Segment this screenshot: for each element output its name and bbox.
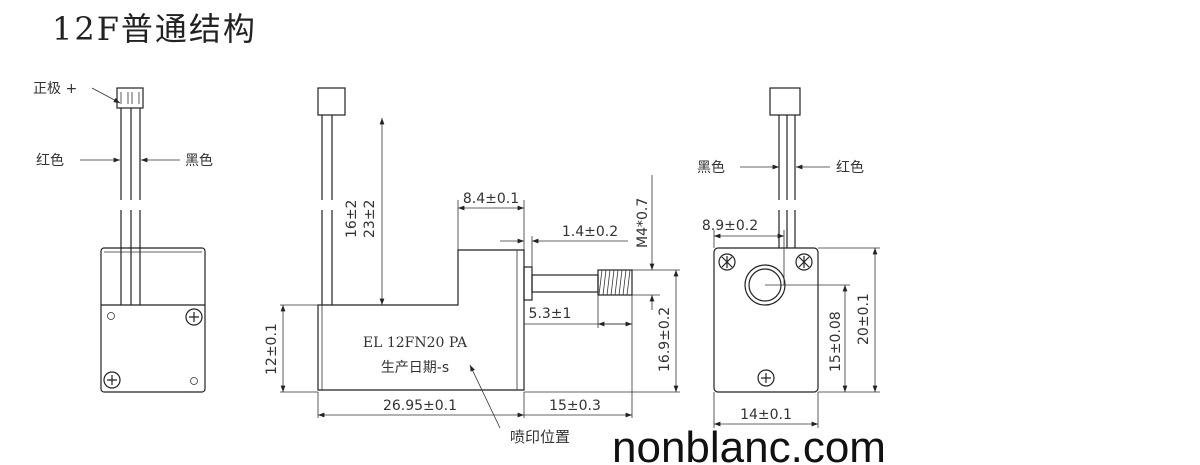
- screw-icon: [718, 253, 736, 271]
- mounting-plate: [713, 247, 819, 393]
- side-view: EL 12FN20 PA 生产日期-s 喷印位置 16±2 23±2 12±0.…: [264, 87, 680, 446]
- hole-icon: [107, 312, 115, 320]
- center-height-dim: 15±0.08: [828, 311, 844, 372]
- front-view: 黑色 红色 8.9±0.2 15±0.08 20±0.1 14±0.1: [697, 87, 880, 428]
- bushing: [523, 266, 533, 301]
- shaft-height-dim: 16.9±0.2: [657, 307, 673, 372]
- height-dim: 12±0.1: [264, 323, 280, 375]
- print-position-label: 喷印位置: [510, 428, 570, 446]
- offset-dim: 8.9±0.2: [702, 218, 758, 234]
- thread-dim: M4*0.7: [635, 198, 651, 248]
- gap-dim: 1.4±0.2: [562, 224, 618, 240]
- height-dim: 20±0.1: [856, 293, 872, 345]
- wire-dim-16: 16±2: [344, 200, 360, 238]
- screw-icon: [795, 253, 813, 271]
- wires: [321, 115, 333, 305]
- red-wire-label: 红色: [836, 159, 864, 176]
- black-wire-label: 黑色: [697, 159, 725, 176]
- length-dim: 26.95±0.1: [383, 398, 457, 414]
- marking-line1: EL 12FN20 PA: [363, 335, 468, 351]
- wires: [778, 115, 796, 248]
- width-dim: 14±0.1: [740, 407, 792, 423]
- stroke-dim: 15±0.3: [549, 398, 601, 414]
- step-dim: 8.4±0.1: [463, 191, 519, 207]
- marking-line2: 生产日期-s: [381, 360, 449, 376]
- page-title: 12F普通结构: [52, 10, 257, 48]
- housing: [100, 247, 206, 393]
- wire-dim-23: 23±2: [362, 200, 378, 238]
- thread-length-dim: 5.3±1: [529, 306, 572, 322]
- hole-icon: [190, 377, 198, 385]
- screw-icon: [103, 371, 121, 389]
- connector: [769, 87, 801, 116]
- screw-icon: [185, 308, 203, 326]
- black-wire-label: 黑色: [185, 152, 213, 169]
- screw-icon: [757, 369, 775, 387]
- left-view: 正极 + 红色 黑色: [33, 81, 213, 393]
- wires: [120, 108, 141, 305]
- positive-label: 正极 +: [33, 81, 77, 97]
- red-wire-label: 红色: [36, 152, 64, 169]
- watermark: nonblanc.com: [612, 423, 886, 465]
- connector: [317, 87, 346, 116]
- plunger-rod: [531, 274, 599, 293]
